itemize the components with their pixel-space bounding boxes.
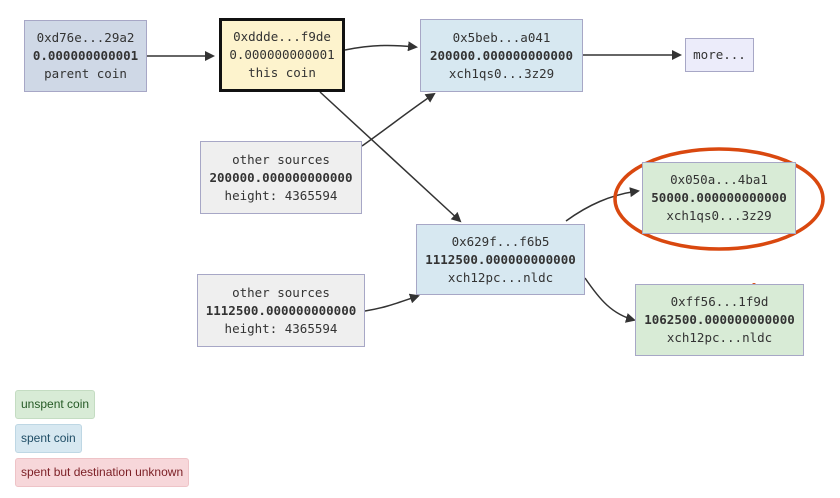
output-coin-node-2[interactable]: 0xff56...1f9d 1062500.000000000000 xch12… bbox=[635, 284, 804, 356]
parent-coin-node[interactable]: 0xd76e...29a2 0.000000000001 parent coin bbox=[24, 20, 147, 92]
edge-child2-to-out2 bbox=[584, 277, 636, 323]
edge-this-to-child2 bbox=[319, 91, 462, 223]
output-coin-node-1[interactable]: 0x050a...4ba1 50000.000000000000 xch1qs0… bbox=[642, 162, 796, 234]
edge-child2-to-out1 bbox=[565, 187, 640, 222]
legend-unknown: spent but destination unknown bbox=[15, 458, 190, 487]
child-coin-node-2[interactable]: 0x629f...f6b5 1112500.000000000000 xch12… bbox=[416, 224, 585, 295]
more-node[interactable]: more... bbox=[685, 38, 754, 72]
edge-this-to-child1 bbox=[344, 41, 418, 52]
other-sources-2-amount: 1112500.000000000000 bbox=[205, 302, 357, 318]
legend-spent-label: spent coin bbox=[21, 431, 76, 445]
other-sources-node-1: other sources 200000.000000000000 height… bbox=[200, 141, 362, 214]
output-coin-1-id: 0x050a...4ba1 bbox=[670, 172, 768, 187]
other-sources-1-label: other sources bbox=[232, 151, 330, 167]
output-coin-2-address: xch12pc...nldc bbox=[666, 330, 773, 345]
this-coin-node[interactable]: 0xddde...f9de 0.000000000001 this coin bbox=[219, 18, 345, 92]
other-sources-2-label: other sources bbox=[232, 284, 330, 300]
child-coin-2-amount: 1112500.000000000000 bbox=[425, 251, 576, 267]
other-sources-node-2: other sources 1112500.000000000000 heigh… bbox=[197, 274, 365, 347]
legend-spent: spent coin bbox=[15, 424, 82, 453]
child-coin-2-address: xch12pc...nldc bbox=[447, 269, 554, 285]
child-coin-1-amount: 200000.000000000000 bbox=[430, 47, 573, 63]
legend-unknown-label: spent but destination unknown bbox=[21, 465, 184, 479]
legend-unspent-label: unspent coin bbox=[21, 397, 90, 411]
output-coin-1-address: xch1qs0...3z29 bbox=[666, 208, 772, 223]
other-sources-1-height: height: 4365594 bbox=[224, 187, 338, 203]
parent-coin-label: parent coin bbox=[44, 66, 127, 81]
parent-coin-id: 0xd76e...29a2 bbox=[36, 30, 135, 45]
this-coin-id: 0xddde...f9de bbox=[233, 29, 331, 44]
more-label: more... bbox=[693, 47, 746, 62]
this-coin-amount: 0.000000000001 bbox=[229, 47, 335, 62]
child-coin-1-address: xch1qs0...3z29 bbox=[448, 65, 555, 81]
edge-other2-to-child2 bbox=[364, 293, 420, 312]
edge-other1-to-child1 bbox=[361, 92, 436, 147]
other-sources-1-amount: 200000.000000000000 bbox=[209, 169, 353, 185]
other-sources-2-height: height: 4365594 bbox=[224, 320, 338, 336]
this-coin-label: this coin bbox=[248, 65, 316, 80]
legend-unspent: unspent coin bbox=[15, 390, 96, 419]
output-coin-1-amount: 50000.000000000000 bbox=[651, 190, 787, 205]
output-coin-2-amount: 1062500.000000000000 bbox=[644, 312, 795, 327]
annotation-circle-out1 bbox=[613, 147, 825, 251]
parent-coin-amount: 0.000000000001 bbox=[32, 48, 139, 63]
output-coin-2-id: 0xff56...1f9d bbox=[670, 294, 769, 309]
child-coin-2-id: 0x629f...f6b5 bbox=[451, 233, 550, 249]
child-coin-node-1[interactable]: 0x5beb...a041 200000.000000000000 xch1qs… bbox=[420, 19, 583, 92]
child-coin-1-id: 0x5beb...a041 bbox=[452, 29, 551, 45]
